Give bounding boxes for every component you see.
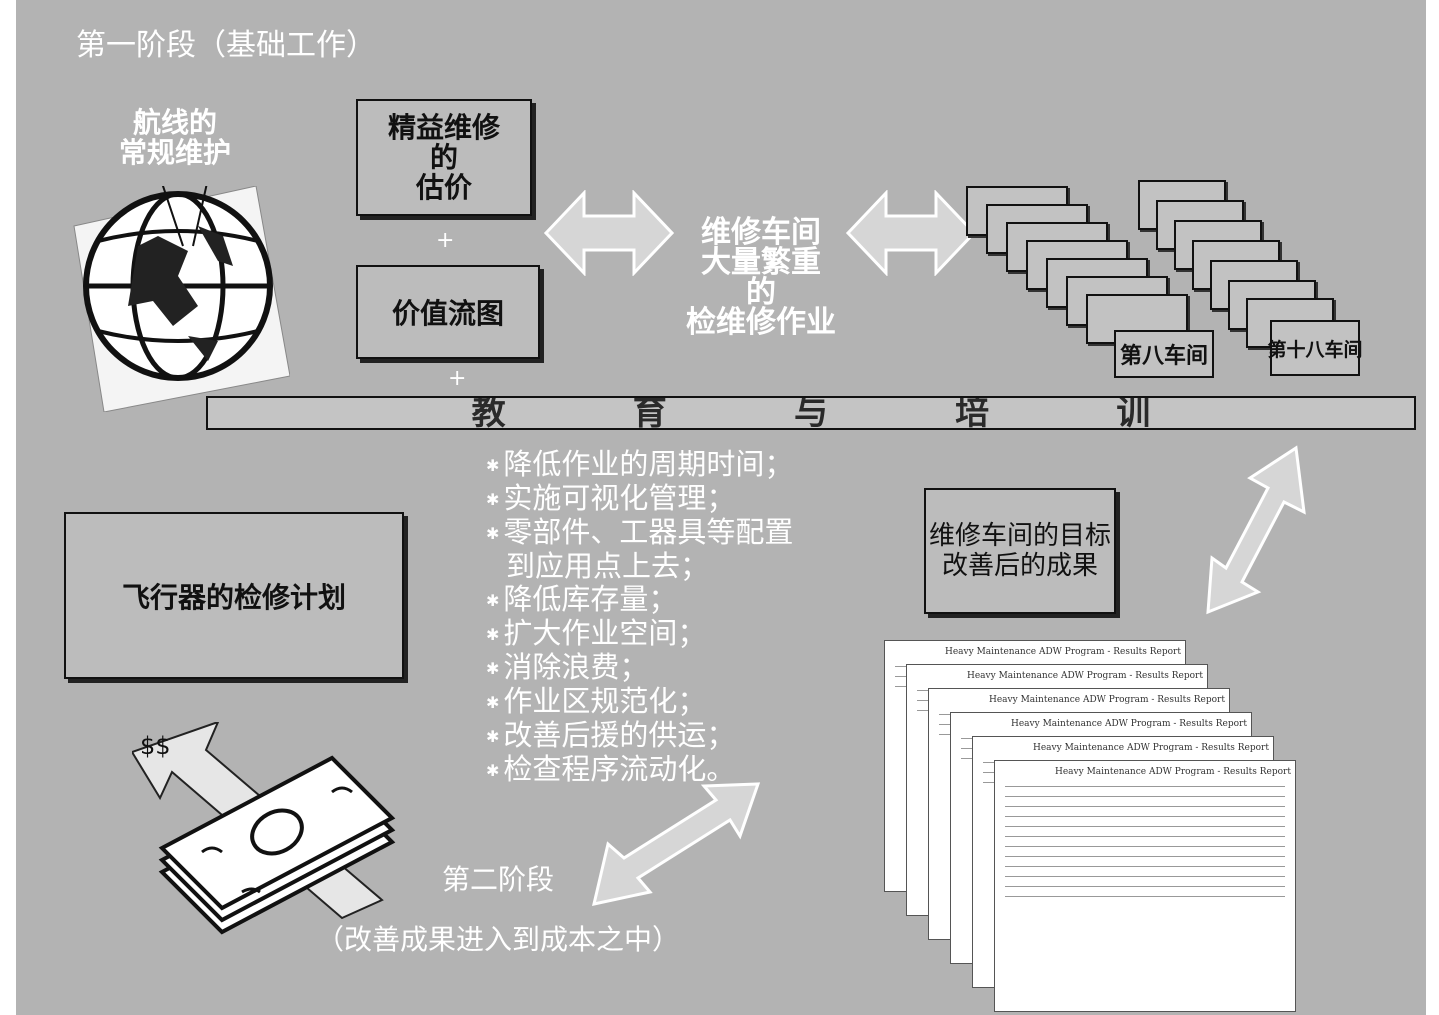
phase2-title: 第二阶段 bbox=[442, 863, 555, 896]
money-icon bbox=[132, 722, 396, 935]
value-stream-box: 价值流图 bbox=[356, 265, 540, 359]
asterisk-icon: ✱ bbox=[486, 658, 500, 678]
list-item: ✱检查程序流动化。 bbox=[486, 752, 736, 787]
training-bar: 教 育 与 培 训 bbox=[206, 396, 1416, 430]
improvement-list: ✱降低作业的周期时间； ✱实施可视化管理； ✱零部件、工器具等配置 到应用点上去… bbox=[486, 448, 793, 788]
training-char: 与 bbox=[793, 396, 828, 430]
asterisk-icon: ✱ bbox=[486, 692, 500, 712]
asterisk-icon: ✱ bbox=[486, 761, 500, 781]
asterisk-icon: ✱ bbox=[486, 727, 500, 747]
double-arrow-left-icon bbox=[544, 190, 674, 276]
training-char: 教 bbox=[471, 396, 506, 430]
list-item-continuation: 到应用点上去； bbox=[506, 549, 710, 584]
route-maintenance-label: 航线的 常规维护 bbox=[118, 106, 231, 169]
aircraft-plan-box: 飞行器的检修计划 bbox=[64, 512, 404, 679]
list-item: ✱扩大作业空间； bbox=[486, 615, 707, 650]
workshop-18-label: 第十八车间 bbox=[1268, 320, 1363, 376]
list-item: ✱降低作业的周期时间； bbox=[486, 447, 794, 481]
asterisk-icon: ✱ bbox=[486, 624, 500, 644]
list-item: ✱实施可视化管理； bbox=[486, 481, 736, 516]
workshop-8-label: 第八车间 bbox=[1114, 330, 1214, 378]
double-arrow-diagonal-icon bbox=[1206, 445, 1306, 615]
list-item: ✱作业区规范化； bbox=[486, 684, 707, 719]
asterisk-icon: ✱ bbox=[486, 524, 500, 544]
heavy-maintenance-label: 维修车间 大量繁重 的 检维修作业 bbox=[686, 215, 836, 340]
diagram-canvas: 第一阶段（基础工作） 航线的 常规维护 精益维修 的 估价 + 价值流图 + 维… bbox=[16, 0, 1426, 1015]
money-label: $$ bbox=[140, 732, 171, 760]
double-arrow-right-icon bbox=[846, 190, 976, 276]
goal-box: 维修车间的目标 改善后的成果 bbox=[924, 488, 1116, 614]
lean-estimate-box: 精益维修 的 估价 bbox=[356, 99, 532, 216]
list-item: ✱降低库存量； bbox=[486, 581, 678, 616]
asterisk-icon: ✱ bbox=[486, 489, 500, 509]
list-item: ✱改善后援的供运； bbox=[486, 718, 736, 753]
list-item: ✱零部件、工器具等配置 bbox=[486, 515, 794, 550]
asterisk-icon: ✱ bbox=[486, 590, 500, 610]
plus-sign-2: + bbox=[448, 366, 467, 391]
phase1-title: 第一阶段（基础工作） bbox=[76, 28, 376, 63]
report-sheet: Heavy Maintenance ADW Program - Results … bbox=[994, 760, 1296, 1012]
training-char: 训 bbox=[1116, 396, 1151, 430]
training-char: 育 bbox=[632, 396, 667, 430]
training-char: 培 bbox=[955, 396, 990, 430]
globe-icon bbox=[73, 186, 290, 412]
phase2-subtitle: （改善成果进入到成本之中） bbox=[316, 923, 681, 956]
list-item: ✱消除浪费； bbox=[486, 650, 649, 684]
plus-sign: + bbox=[436, 228, 455, 253]
asterisk-icon: ✱ bbox=[486, 455, 500, 475]
double-arrow-bottom-icon bbox=[592, 782, 761, 906]
